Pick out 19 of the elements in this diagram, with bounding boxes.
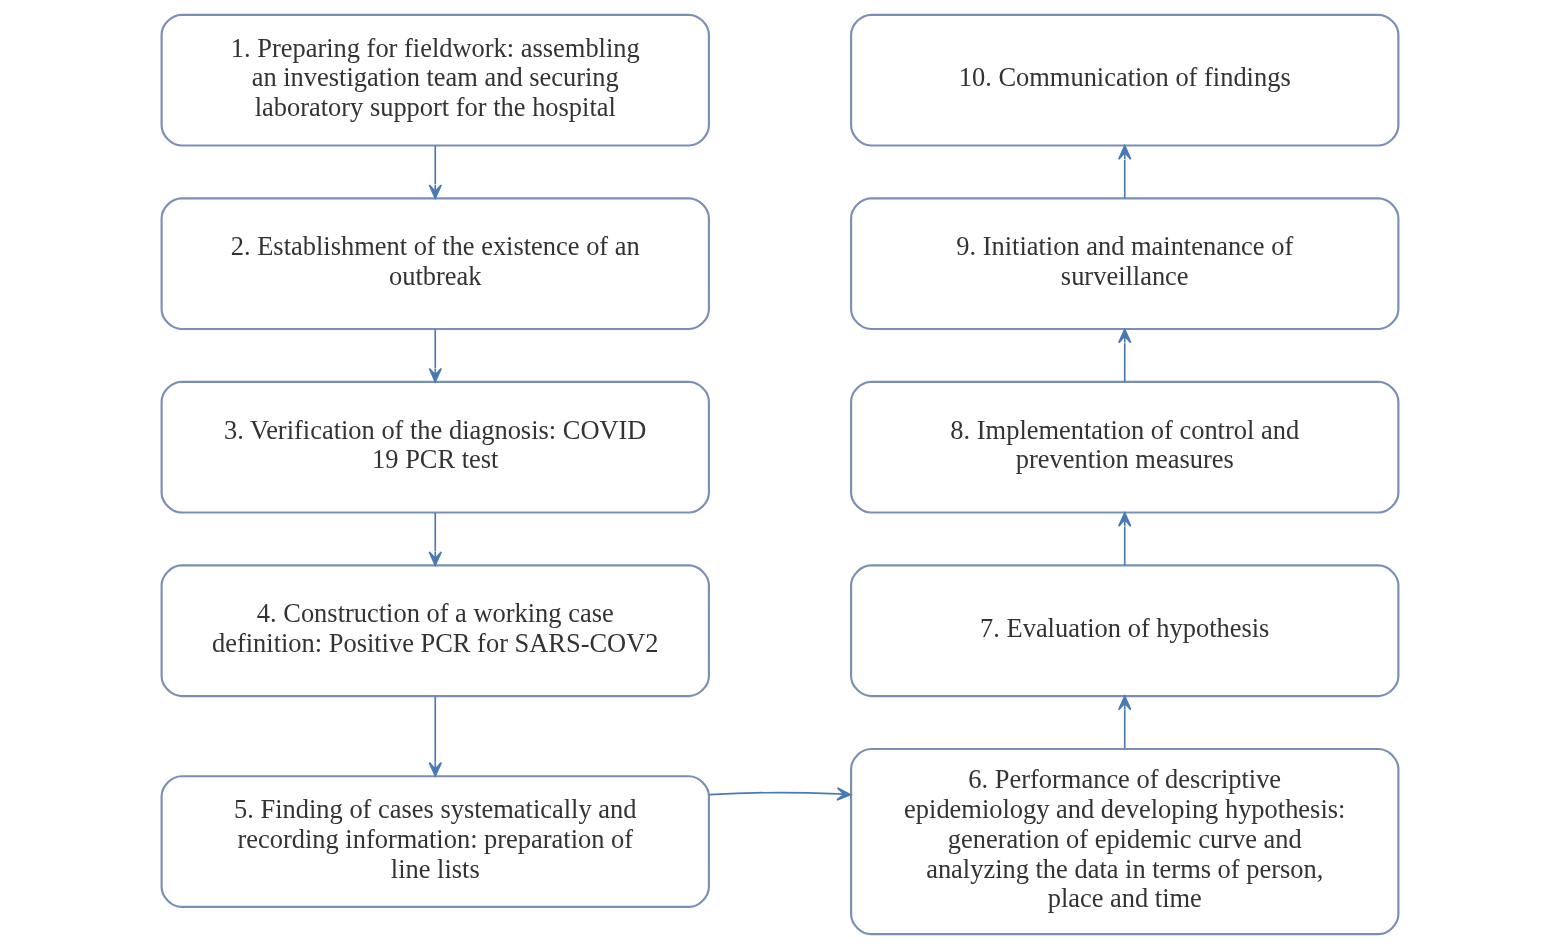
arrow	[428, 328, 443, 383]
node-box: 7. Evaluation of hypothesis	[850, 564, 1400, 698]
node-box: 9. Initiation and maintenance of surveillance	[850, 197, 1400, 331]
node-box: 2. Establishment of the existence of an outbreak	[160, 197, 710, 331]
node-box: 4. Construction of a working case definition: Positive PCR for SARS-COV2	[160, 564, 710, 698]
arrow	[428, 145, 443, 199]
node-box: 3. Verification of the diagnosis: COVID 19 PCR test	[160, 380, 710, 514]
arrow	[1117, 145, 1132, 199]
node-box: 6. Performance of descriptive epidemiology and developing hypothesis: generation of epidemic curve and analyzing the data in terms of person, place and time	[850, 747, 1400, 936]
arrow	[1117, 328, 1132, 383]
node-box: 10. Communication of findings	[850, 13, 1400, 147]
arrow	[1117, 695, 1132, 750]
node-box: 1. Preparing for fieldwork: assembling an investigation team and securing laboratory support for the hospital	[160, 13, 710, 147]
node-box: 5. Finding of cases systematically and recording information: preparation of line lists	[160, 775, 710, 908]
arrow	[708, 787, 852, 801]
node-box: 8. Implementation of control and prevention measures	[850, 380, 1400, 514]
arrow	[1117, 512, 1132, 567]
arrow	[428, 512, 443, 567]
arrow	[428, 695, 443, 777]
